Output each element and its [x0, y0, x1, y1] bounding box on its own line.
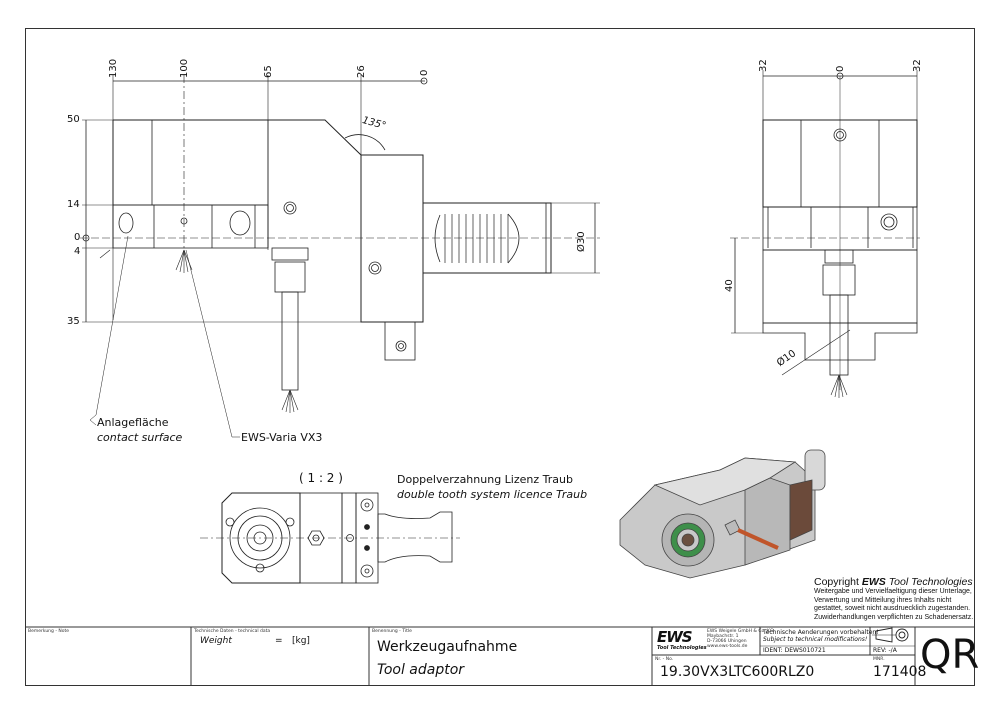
dim-0-side: 0	[835, 65, 846, 72]
company-line: D-73066 Uhingen	[707, 639, 747, 644]
dim-65: 65	[263, 65, 274, 78]
copyright-line: gestattet, soweit nicht ausdruecklich zu…	[814, 605, 971, 612]
dim-35: 35	[67, 316, 80, 327]
company-line: www.ews-tools.de	[707, 644, 748, 649]
origin-marker	[420, 77, 428, 85]
scale-label: ( 1 : 2 )	[299, 471, 343, 485]
dim-14: 14	[67, 199, 80, 210]
copyright-notice: Copyright EWS Tool Technologies Weiterga…	[814, 576, 974, 622]
title-label: Benennung - Title	[372, 629, 412, 634]
dim-4: 4	[74, 246, 81, 257]
angle-arc	[344, 134, 386, 151]
company-line: EWS Weigele GmbH & Co. KG	[707, 629, 774, 634]
note-label: Bemerkung - Note	[28, 629, 70, 634]
dim-26: 26	[356, 65, 367, 78]
title-block-lines	[25, 626, 975, 686]
callout-tooth-de: Doppelverzahnung Lizenz Traub	[397, 473, 573, 486]
leader-varia	[185, 249, 240, 438]
notice-de: Technische Aenderungen vorbehalten!	[763, 629, 879, 636]
isometric-view	[619, 449, 826, 579]
weight-label: Weight	[200, 636, 232, 646]
dim-0: 0	[419, 69, 430, 76]
title-de: Werkzeugaufnahme	[377, 639, 518, 655]
callout-tooth-en: double tooth system licence Traub	[397, 488, 588, 501]
top-view	[200, 492, 460, 584]
ews-logo: EWS	[657, 628, 693, 646]
drawing-frame	[25, 28, 975, 686]
revision: REV: -/A	[873, 647, 897, 654]
projection-symbol-icon	[872, 627, 909, 643]
side-view	[730, 70, 920, 398]
company-line: Maybachstr. 1	[707, 634, 739, 639]
dim-50: 50	[67, 114, 80, 125]
nr-label: Nr. - No.	[655, 657, 674, 662]
dim-100: 100	[179, 58, 190, 78]
callout-varia: EWS-Varia VX3	[241, 431, 323, 444]
part-number: 19.30VX3LTC600RLZ0	[660, 664, 815, 680]
callout-contact-de: Anlagefläche	[97, 416, 169, 429]
dim-130: 130	[108, 58, 119, 78]
qr-code-label: QR	[920, 632, 980, 678]
diameter-leader	[781, 329, 851, 376]
front-view	[80, 75, 600, 438]
leader-contact	[89, 235, 129, 426]
dim-40: 40	[724, 279, 735, 292]
title-en: Tool adaptor	[377, 662, 465, 678]
serration	[444, 214, 509, 263]
ident: IDENT: DEWS010721	[763, 647, 826, 654]
callout-contact-en: contact surface	[97, 431, 183, 444]
dim-32-right: 32	[912, 59, 923, 72]
copyright-line: Zuwiderhandlungen verpflichten zu Schade…	[814, 613, 974, 621]
copyright-line: Verwertung und Mitteilung ihres Inhalts …	[814, 596, 952, 604]
diameter-30-label: Ø30	[576, 231, 587, 252]
tech-data-label: Technische Daten - technical data	[194, 629, 271, 634]
mnr-label: MNR.	[873, 657, 885, 662]
weight-unit: [kg]	[292, 636, 310, 646]
dim-0-left: 0	[74, 232, 81, 243]
notice-en: Subject to technical modifications!	[763, 636, 868, 643]
dim-32-left: 32	[758, 59, 769, 72]
ews-logo-sub: Tool Technologies	[657, 645, 707, 651]
copyright-line: Weitergabe und Vervielfaeltigung dieser …	[814, 588, 972, 595]
weight-eq: =	[275, 636, 283, 646]
copyright-title: Copyright EWS Tool Technologies	[814, 576, 973, 588]
mnr-number: 171408	[873, 664, 927, 680]
